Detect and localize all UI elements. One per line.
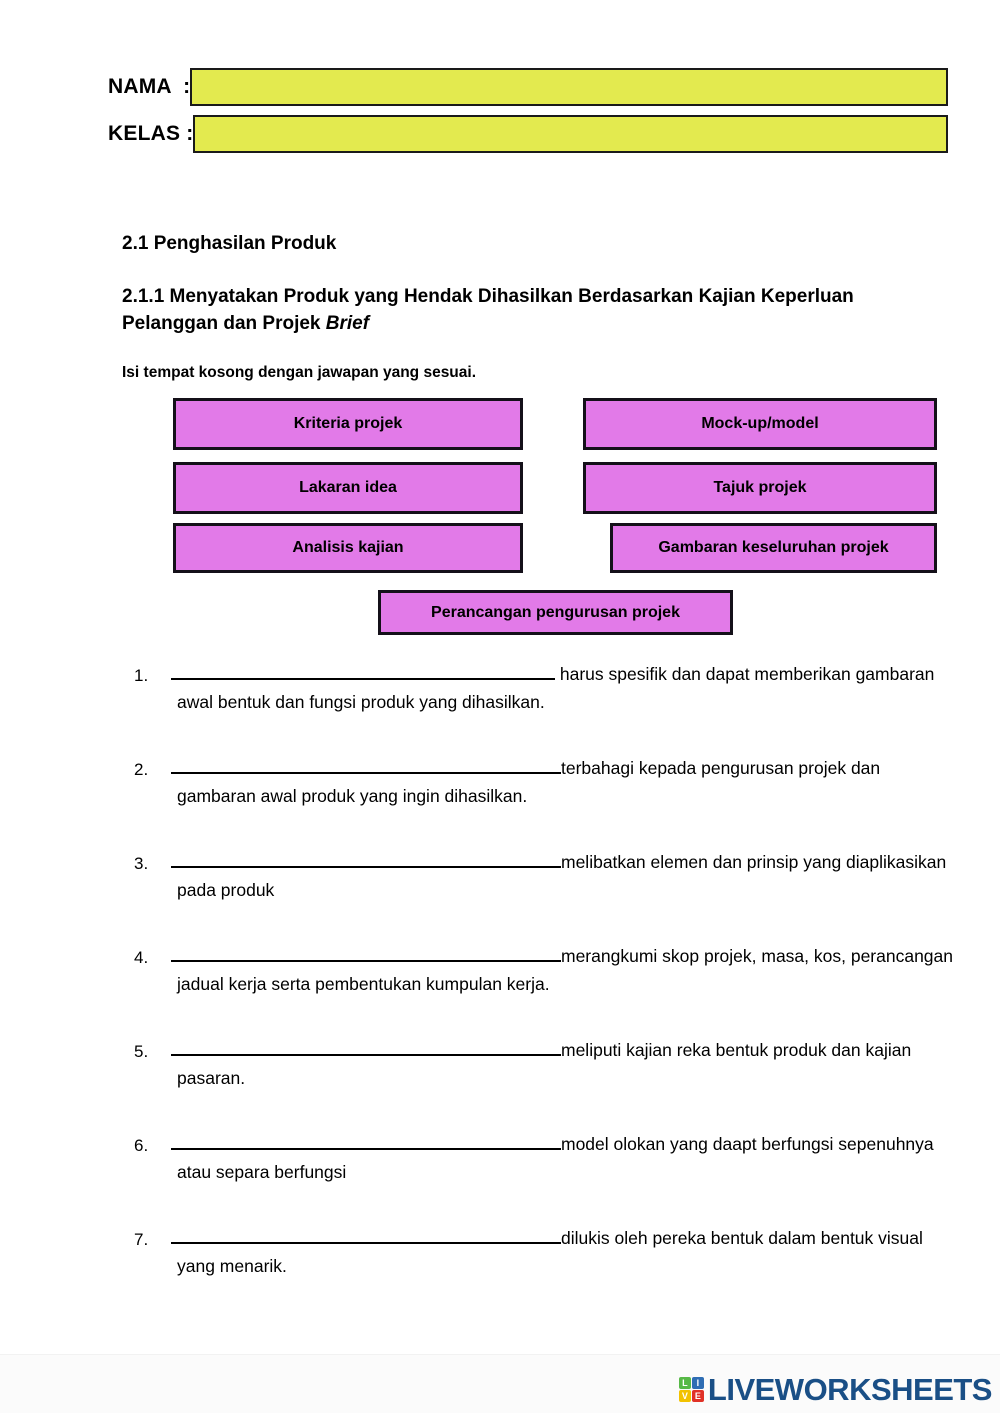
question-body: model olokan yang daapt berfungsi sepenu… (137, 1130, 955, 1187)
question-item: 7. dilukis oleh pereka bentuk dalam bent… (0, 1224, 1000, 1286)
question-text: meliputi kajian reka bentuk produk dan k… (177, 1040, 912, 1089)
logo-tile-e: E (691, 1390, 704, 1402)
answer-blank[interactable] (171, 755, 561, 774)
subsection-heading-main: 2.1.1 Menyatakan Produk yang Hendak Diha… (122, 286, 854, 334)
name-input[interactable] (190, 68, 948, 106)
answer-blank[interactable] (171, 943, 561, 962)
answer-blank[interactable] (171, 1037, 561, 1056)
identity-block: NAMA : KELAS : (108, 68, 948, 162)
name-label: NAMA : (108, 75, 191, 98)
question-text: merangkumi skop projek, masa, kos, peran… (177, 946, 954, 995)
question-item: 6. model olokan yang daapt berfungsi sep… (0, 1130, 1000, 1192)
question-text: model olokan yang daapt berfungsi sepenu… (177, 1134, 934, 1183)
question-item: 4. merangkumi skop projek, masa, kos, pe… (0, 942, 1000, 1004)
word-bank-option[interactable]: Kriteria projek (173, 398, 523, 450)
class-label: KELAS : (108, 122, 194, 145)
question-text: terbahagi kepada pengurusan projek dan g… (177, 758, 881, 807)
question-body: harus spesifik dan dapat memberikan gamb… (137, 660, 955, 717)
subsection-heading: 2.1.1 Menyatakan Produk yang Hendak Diha… (122, 284, 932, 338)
question-text: melibatkan elemen dan prinsip yang diapl… (177, 852, 947, 901)
question-list: 1. harus spesifik dan dapat memberikan g… (0, 660, 1000, 1318)
liveworksheets-logo[interactable]: L I V E LIVEWORKSHEETS (678, 1372, 993, 1407)
question-body: dilukis oleh pereka bentuk dalam bentuk … (137, 1224, 955, 1281)
section-heading: 2.1 Penghasilan Produk (122, 233, 337, 254)
word-bank-option[interactable]: Gambaran keseluruhan projek (610, 523, 937, 573)
question-text: harus spesifik dan dapat memberikan gamb… (177, 664, 935, 713)
live-tiles-icon: L I V E (678, 1377, 704, 1402)
question-number: 3. (134, 854, 149, 873)
question-item: 5. meliputi kajian reka bentuk produk da… (0, 1036, 1000, 1098)
question-item: 3. melibatkan elemen dan prinsip yang di… (0, 848, 1000, 910)
logo-wordmark: LIVEWORKSHEETS (707, 1372, 993, 1407)
question-number: 1. (134, 666, 149, 685)
question-number: 6. (134, 1136, 149, 1155)
footer: L I V E LIVEWORKSHEETS (0, 1354, 1000, 1413)
logo-tile-l: L (678, 1377, 691, 1389)
question-number: 5. (134, 1042, 149, 1061)
subsection-heading-italic: Brief (325, 312, 370, 334)
question-number: 7. (134, 1230, 149, 1249)
logo-tile-v: V (678, 1390, 691, 1402)
question-body: meliputi kajian reka bentuk produk dan k… (137, 1036, 955, 1093)
logo-tile-i: I (691, 1377, 704, 1389)
word-bank-option[interactable]: Lakaran idea (173, 462, 523, 514)
class-row: KELAS : (108, 115, 948, 153)
answer-blank[interactable] (171, 1131, 561, 1150)
question-number: 4. (134, 948, 149, 967)
question-item: 1. harus spesifik dan dapat memberikan g… (0, 660, 1000, 722)
word-bank: Kriteria projek Mock-up/model Lakaran id… (0, 398, 1000, 648)
question-number: 2. (134, 760, 149, 779)
answer-blank[interactable] (171, 1225, 561, 1244)
answer-blank[interactable] (171, 661, 555, 680)
question-body: terbahagi kepada pengurusan projek dan g… (137, 754, 955, 811)
instruction-text: Isi tempat kosong dengan jawapan yang se… (122, 364, 477, 381)
question-body: merangkumi skop projek, masa, kos, peran… (137, 942, 955, 999)
name-row: NAMA : (108, 68, 948, 106)
word-bank-option[interactable]: Mock-up/model (583, 398, 937, 450)
class-input[interactable] (193, 115, 948, 153)
answer-blank[interactable] (171, 849, 561, 868)
word-bank-option[interactable]: Analisis kajian (173, 523, 523, 573)
question-body: melibatkan elemen dan prinsip yang diapl… (137, 848, 955, 905)
word-bank-option[interactable]: Perancangan pengurusan projek (378, 590, 733, 635)
question-item: 2. terbahagi kepada pengurusan projek da… (0, 754, 1000, 816)
question-text: dilukis oleh pereka bentuk dalam bentuk … (177, 1228, 923, 1277)
word-bank-option[interactable]: Tajuk projek (583, 462, 937, 514)
